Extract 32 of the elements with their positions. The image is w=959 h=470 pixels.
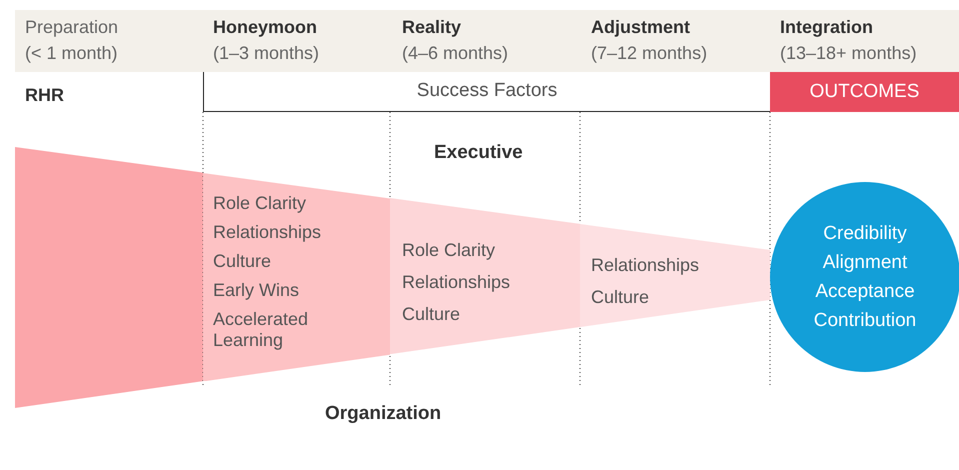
axis-label: Executive bbox=[434, 141, 523, 165]
phase-name: Adjustment bbox=[591, 16, 690, 38]
factor-text: Accelerated Learning bbox=[213, 308, 310, 351]
factor-text: Culture bbox=[591, 287, 650, 308]
factor-text: Early Wins bbox=[213, 280, 300, 301]
factor-text: Relationships bbox=[213, 222, 322, 243]
outcome-text: Credibility bbox=[823, 222, 907, 246]
factor-text: Relationships bbox=[591, 255, 700, 276]
factor-text: Role Clarity bbox=[213, 192, 308, 214]
outcomes-box: OUTCOMES bbox=[770, 72, 959, 112]
factor-text: Role Clarity bbox=[402, 240, 496, 262]
phase-duration: (1–3 months) bbox=[213, 42, 320, 64]
outcome-text: Contribution bbox=[814, 308, 916, 332]
phase-duration: (< 1 month) bbox=[25, 42, 118, 64]
factor-text: Relationships bbox=[402, 272, 512, 294]
factor-text: Culture bbox=[213, 250, 272, 272]
phase-duration: (13–18+ months) bbox=[780, 42, 917, 64]
factor-text: Culture bbox=[402, 304, 462, 326]
axis-label: Organization bbox=[325, 402, 442, 426]
row-label: RHR bbox=[25, 84, 64, 107]
funnel-segment bbox=[390, 198, 580, 354]
funnel-segment bbox=[203, 172, 390, 382]
phase-name: Honeymoon bbox=[213, 16, 318, 38]
phase-name: Preparation bbox=[25, 16, 118, 38]
phase-name: Reality bbox=[402, 16, 462, 38]
phase-duration: (7–12 months) bbox=[591, 42, 708, 64]
phase-name: Integration bbox=[780, 16, 873, 38]
funnel-segment bbox=[580, 224, 770, 328]
outcome-text: Acceptance bbox=[815, 280, 915, 304]
funnel-segment bbox=[15, 147, 203, 408]
phase-duration: (4–6 months) bbox=[402, 42, 508, 64]
outcome-text: Alignment bbox=[822, 250, 908, 274]
